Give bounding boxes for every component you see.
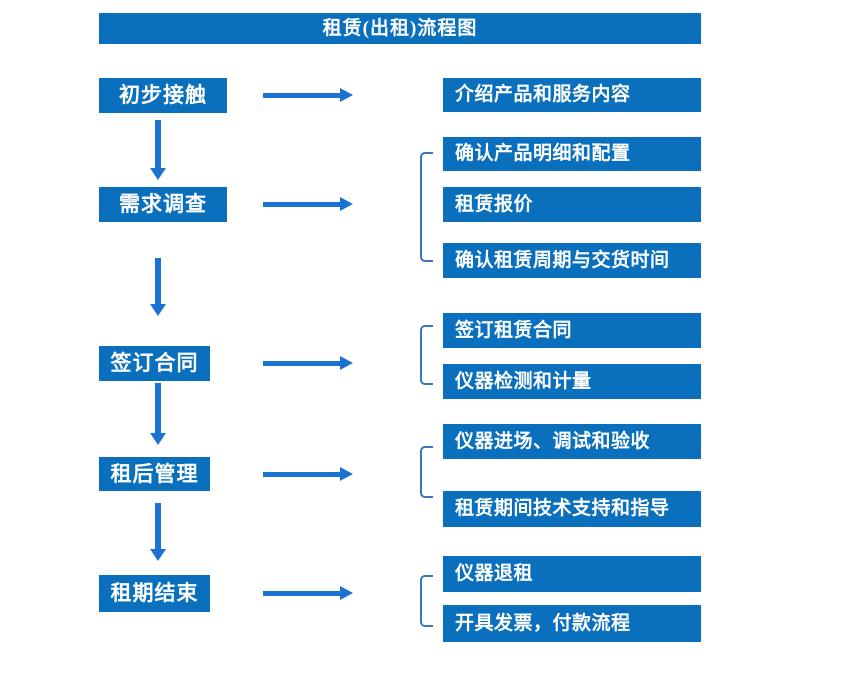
down-arrow-icon <box>150 503 166 561</box>
group-bracket <box>420 446 433 498</box>
detail-confirm-product-config: 确认产品明细和配置 <box>443 137 701 171</box>
detail-introduce-products-services: 介绍产品和服务内容 <box>443 78 701 112</box>
detail-instrument-return: 仪器退租 <box>443 556 701 592</box>
down-arrow-icon <box>150 120 166 180</box>
right-arrow-icon <box>263 586 353 600</box>
detail-sign-rental-contract: 签订租赁合同 <box>443 313 701 348</box>
detail-instrument-setup-acceptance: 仪器进场、调试和验收 <box>443 424 701 459</box>
step-sign-contract: 签订合同 <box>99 346 210 381</box>
step-post-rental-management: 租后管理 <box>99 457 210 491</box>
group-bracket <box>420 575 433 627</box>
group-bracket <box>420 325 433 385</box>
group-bracket <box>420 152 433 262</box>
step-needs-survey: 需求调查 <box>99 187 227 222</box>
right-arrow-icon <box>263 467 353 481</box>
detail-instrument-testing-metering: 仪器检测和计量 <box>443 364 701 399</box>
step-rental-end: 租期结束 <box>99 575 210 612</box>
detail-invoice-payment-process: 开具发票，付款流程 <box>443 605 701 642</box>
detail-tech-support-guidance: 租赁期间技术支持和指导 <box>443 491 701 527</box>
right-arrow-icon <box>263 197 353 211</box>
right-arrow-icon <box>263 356 353 370</box>
detail-rental-quotation: 租赁报价 <box>443 187 701 222</box>
right-arrow-icon <box>263 88 353 102</box>
down-arrow-icon <box>150 258 166 316</box>
detail-confirm-period-delivery: 确认租赁周期与交货时间 <box>443 243 701 278</box>
flowchart-title: 租赁(出租)流程图 <box>99 13 701 44</box>
down-arrow-icon <box>150 383 166 445</box>
step-initial-contact: 初步接触 <box>99 78 227 113</box>
